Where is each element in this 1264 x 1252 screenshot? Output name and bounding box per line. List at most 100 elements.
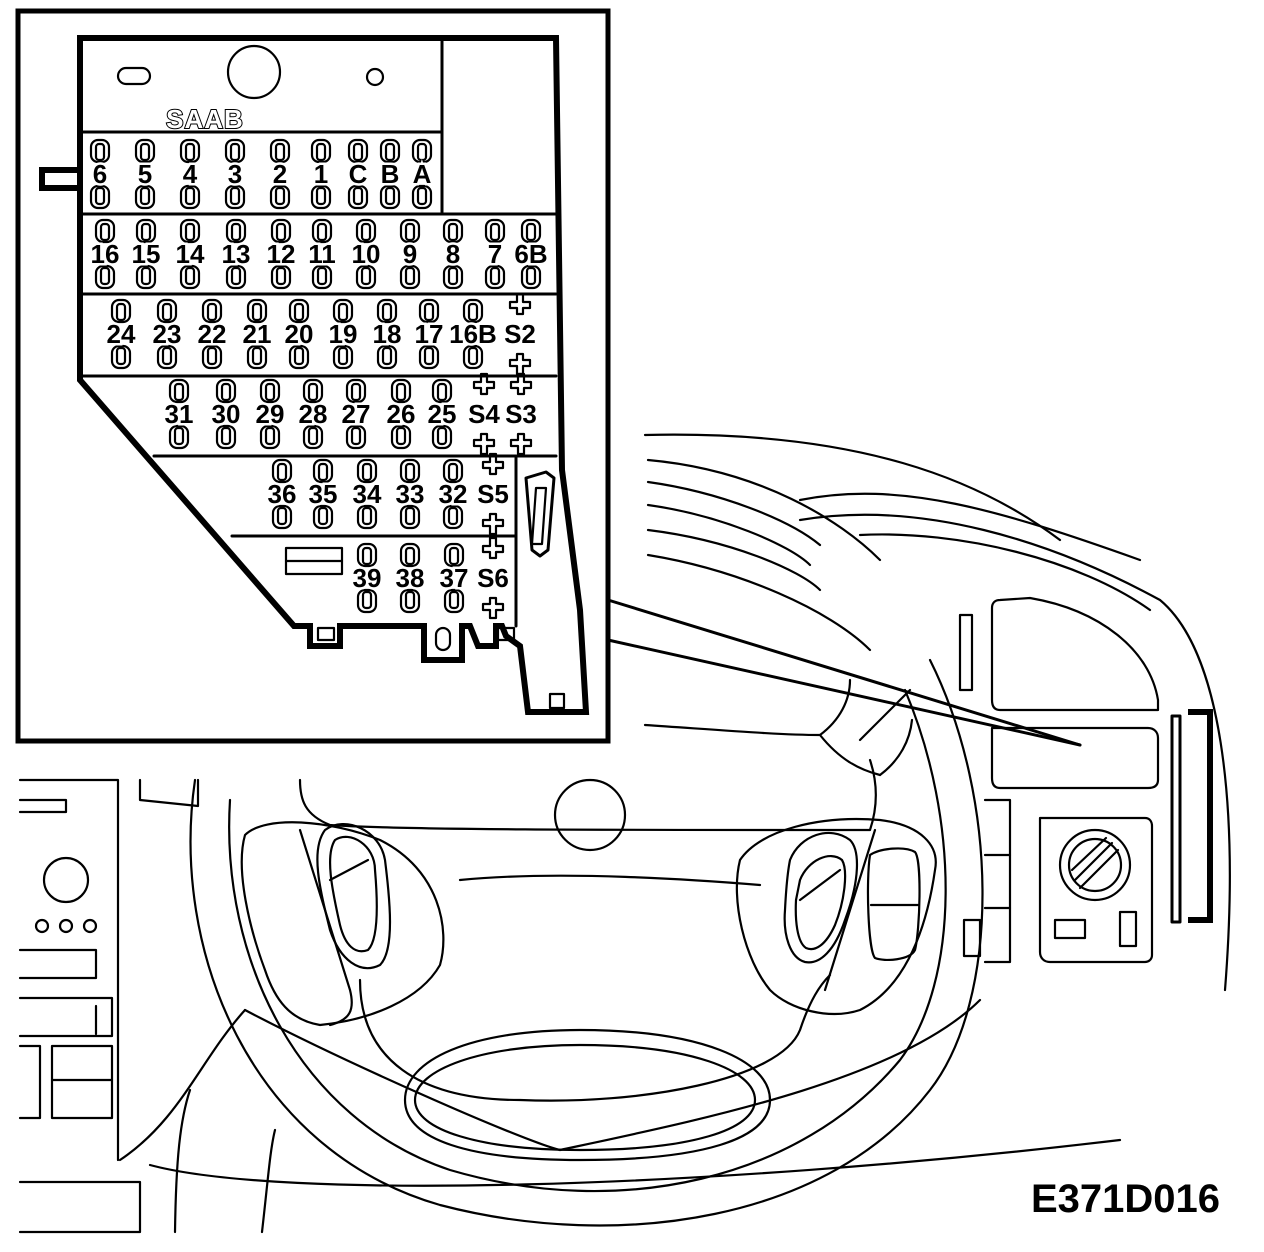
fuse-label: 14 [176,239,205,269]
fuse-39: 39 [350,542,384,614]
fuse-11: 11 [306,218,338,290]
round-mount [226,44,282,100]
fuse-10: 10 [349,218,383,290]
fuse-label: S5 [477,479,509,509]
fuse-6: 6 [89,138,111,210]
fuse-label: 1 [314,159,328,189]
fuse-33: 33 [393,458,427,530]
fuse-26: 26 [384,378,418,450]
fuse-label: 39 [353,563,382,593]
fuse-label: C [349,159,368,189]
fuse-label: 37 [440,563,469,593]
fuse-9: 9 [399,218,421,290]
fuse-24: 24 [104,298,138,370]
fuse-label: 23 [153,319,182,349]
fuse-6B: 6B [512,218,550,290]
fuse-label: 31 [165,399,194,429]
fuse-34: 34 [350,458,384,530]
fuse-17: 17 [412,298,446,370]
fuse-label: 22 [198,319,227,349]
fuse-label: 15 [132,239,161,269]
fuse-label: 19 [329,319,358,349]
fuse-30: 30 [209,378,243,450]
fuse-27: 27 [339,378,373,450]
fuse-18: 18 [370,298,404,370]
fuse-3: 3 [224,138,246,210]
fuse-label: 2 [273,159,287,189]
fuse-label: 17 [415,319,444,349]
fuse-label: S3 [505,399,537,429]
fuse-label: 6B [514,239,547,269]
fuse-label: 3 [228,159,242,189]
fuse-36: 36 [265,458,299,530]
fuse-label: 26 [387,399,416,429]
fuse-S6: S6 [475,536,511,620]
fuse-label: 36 [268,479,297,509]
fuse-32: 32 [436,458,470,530]
fuse-label: 11 [308,239,336,269]
fuse-2: 2 [269,138,291,210]
fuse-label: 29 [256,399,285,429]
fuse-S5: S5 [475,452,511,536]
fuse-label: 32 [439,479,468,509]
fuse-31: 31 [162,378,196,450]
fuse-label: 12 [267,239,296,269]
fuse-C: C [346,138,370,210]
fuse-21: 21 [240,298,274,370]
fuse-label: 33 [396,479,425,509]
fuse-label: 24 [107,319,136,349]
fuse-label: 7 [488,239,502,269]
fuse-label: 38 [396,563,425,593]
fuse-label: 20 [285,319,314,349]
fuse-label: S6 [477,563,509,593]
fuse-1: 1 [310,138,332,210]
fuse-label: 4 [183,159,198,189]
fuse-37: 37 [437,542,471,614]
fuse-38: 38 [393,542,427,614]
fuse-S4: S4 [466,372,503,456]
fuse-label: 9 [403,239,417,269]
center-console [18,778,200,1234]
fuse-A: A [410,138,434,210]
fuse-label: 5 [138,159,152,189]
fuse-label: S2 [504,319,536,349]
fuse-7: 7 [484,218,506,290]
fuse-16: 16 [88,218,122,290]
figure-code: E371D016 [1031,1177,1220,1221]
fuse-label: 35 [309,479,338,509]
saab-logo: SAAB [166,104,244,134]
fuse-23: 23 [150,298,184,370]
fuse-5: 5 [134,138,156,210]
fuse-label: 21 [243,319,272,349]
fuse-20: 20 [282,298,316,370]
fuse-label: B [381,159,400,189]
fuse-22: 22 [195,298,229,370]
fuse-14: 14 [173,218,207,290]
callout-leader-lower [606,638,1082,747]
fuse-29: 29 [253,378,287,450]
fuse-label: 28 [299,399,328,429]
fuse-label: 13 [222,239,251,269]
fuse-label: 6 [93,159,107,189]
fuse-label: 25 [428,399,457,429]
fuse-15: 15 [129,218,163,290]
fuse-B: B [378,138,402,210]
fuse-12: 12 [264,218,298,290]
dashboard-illustration [18,433,1231,1234]
right-switch-panel [958,596,1213,964]
fuse-35: 35 [306,458,340,530]
fuse-16B: 16B [447,298,499,370]
fuse-25: 25 [425,378,459,450]
fuse-28: 28 [296,378,330,450]
fuse-label: 10 [352,239,381,269]
fuse-S2: S2 [502,292,538,376]
fuse-label: A [413,159,432,189]
fuse-8: 8 [442,218,464,290]
fuse-S3: S3 [503,372,539,456]
fuse-13: 13 [219,218,253,290]
callout-leader-upper [606,598,1082,747]
fuse-label: 8 [446,239,460,269]
fuse-4: 4 [179,138,200,210]
